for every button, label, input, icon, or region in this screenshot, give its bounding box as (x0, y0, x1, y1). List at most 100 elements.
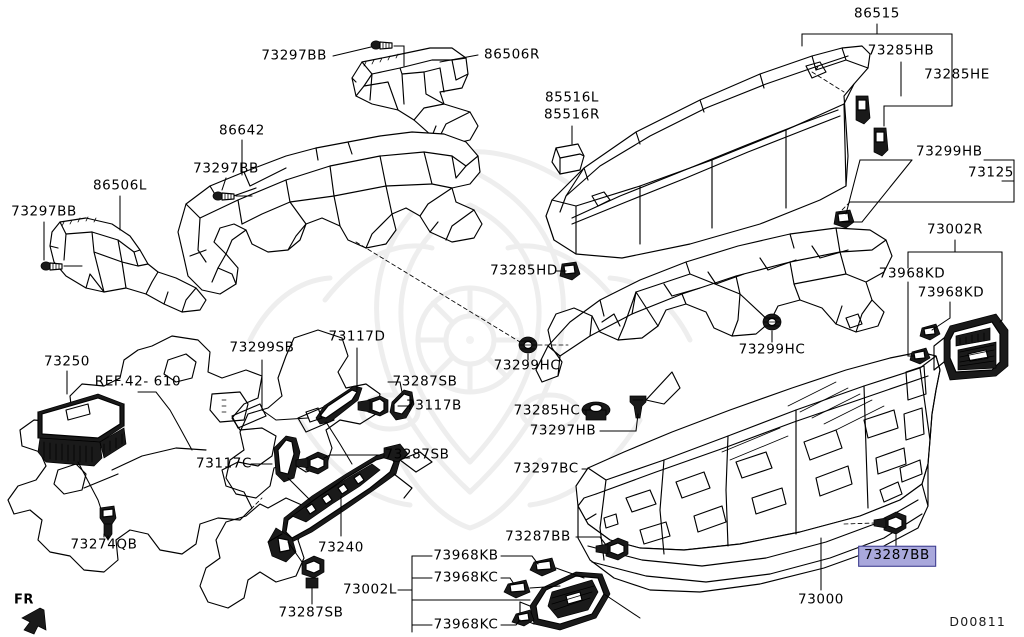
part-callout-73240[interactable]: 73240 (318, 539, 364, 556)
part-callout-73000[interactable]: 73000 (798, 591, 844, 608)
fastener-73287BB-left (595, 537, 629, 561)
part-73117B-bracket (357, 389, 415, 421)
leader-73968KB (500, 555, 539, 565)
part-86506R-duct (351, 47, 479, 145)
fastener-73287SB-mid (295, 451, 329, 475)
insulator-tab (209, 391, 249, 423)
part-callout-73297bb[interactable]: 73297BB (261, 47, 327, 64)
orientation-marker-label: FR (14, 592, 34, 608)
leader-vent-body-c (603, 593, 641, 619)
part-callout-73299hc[interactable]: 73299HC (738, 341, 806, 358)
clip-73299HB (833, 209, 855, 229)
part-86506L-duct (49, 216, 207, 313)
leader-vent-body-b (529, 585, 561, 589)
fastener-73297BB-top (370, 40, 393, 50)
leader-73299HB-c (845, 159, 861, 215)
part-callout-73968kc[interactable]: 73968KC (433, 616, 499, 633)
leader-73968KC-b (500, 619, 521, 626)
part-73117C-bracket (273, 435, 301, 483)
part-callout-73287sb[interactable]: 73287SB (384, 446, 450, 463)
part-callout-86642[interactable]: 86642 (219, 122, 265, 139)
leader-REF (137, 391, 193, 451)
part-callout-ref-42-610[interactable]: REF.42- 610 (94, 373, 182, 390)
part-callout-73274qb[interactable]: 73274QB (70, 536, 138, 553)
part-callout-73299hc[interactable]: 73299HC (493, 357, 561, 374)
part-callout-73285hd[interactable]: 73285HD (490, 262, 558, 279)
fastener-73299HC-right (762, 313, 782, 331)
part-callout-85516l[interactable]: 85516L (544, 89, 600, 106)
part-callout-73287bb[interactable]: 73287BB (505, 528, 571, 545)
highlighted-part-label[interactable]: 73287BB (858, 545, 936, 567)
leader-73287BB-left (575, 536, 607, 546)
clip-73299SB (305, 407, 323, 423)
insulator-edge-a (111, 447, 207, 471)
part-86515-upper-panel (545, 45, 871, 259)
part-insulator-outline-2 (225, 329, 381, 499)
leader-73117C-b (287, 477, 311, 501)
fastener-73274QB (99, 505, 117, 541)
part-callout-73287sb[interactable]: 73287SB (278, 604, 344, 621)
part-callout-73117c[interactable]: 73117C (196, 455, 252, 472)
part-callout-73299sb[interactable]: 73299SB (229, 339, 295, 356)
part-insulator-outline-4 (231, 403, 267, 429)
part-callout-73285hc[interactable]: 73285HC (513, 402, 581, 419)
bracket-73002R-tail (999, 319, 1003, 323)
part-callout-73297bc[interactable]: 73297BC (513, 460, 579, 477)
diagram-id-code: D00811 (949, 614, 1006, 629)
part-callout-73285he[interactable]: 73285HE (924, 66, 990, 83)
clip-73968KC-b (511, 609, 535, 627)
part-73117D-bar (315, 385, 363, 425)
part-callout-86506r[interactable]: 86506R (484, 46, 540, 63)
part-callout-73285hb[interactable]: 73285HB (867, 42, 935, 59)
part-callout-73299hb[interactable]: 73299HB (916, 143, 983, 160)
part-callout-73297hb[interactable]: 73297HB (529, 422, 597, 439)
leader-73968KD-b (931, 301, 951, 331)
leader-73287SB-a (387, 381, 403, 393)
part-callout-86515[interactable]: 86515 (854, 5, 900, 22)
leader-73299HB (841, 159, 913, 223)
leader-73125-dash (837, 201, 851, 215)
leader-73287BB-hl-dash (843, 522, 875, 525)
part-73002L-vent (519, 571, 611, 631)
part-callout-73002r[interactable]: 73002R (927, 221, 983, 238)
leader-73297BB-center (221, 177, 227, 191)
clip-73968KB (529, 557, 557, 577)
clip-73285HB (855, 95, 871, 125)
part-callout-73117b[interactable]: 73117B (406, 397, 462, 414)
fastener-73299HC-left (518, 336, 538, 354)
fastener-73297BB-center (212, 191, 235, 201)
part-callout-86506l[interactable]: 86506L (92, 177, 148, 194)
leader-vent-body-a (555, 567, 585, 579)
clip-73285HE (873, 127, 889, 157)
leader-73287SB-bottom-b (287, 541, 303, 563)
insulator-dash (245, 497, 263, 515)
part-callout-73297bb[interactable]: 73297BB (11, 203, 77, 220)
part-callout-73297bb[interactable]: 73297BB (193, 160, 259, 177)
leader-73299SB-b (275, 417, 309, 421)
fastener-73287BB-highlighted (873, 511, 907, 535)
part-callout-73117d[interactable]: 73117D (328, 328, 386, 345)
part-callout-73968kd[interactable]: 73968KD (917, 284, 985, 301)
leader-73968KD-a (907, 281, 915, 357)
part-85516-pad (551, 143, 585, 175)
leader-73117D-b (325, 421, 353, 465)
leader-73297BB-top (332, 46, 372, 57)
part-callout-73287sb[interactable]: 73287SB (392, 373, 458, 390)
part-callout-73968kb[interactable]: 73968KB (433, 547, 499, 564)
part-callout-73002l[interactable]: 73002L (342, 581, 398, 598)
part-callout-73250[interactable]: 73250 (44, 353, 90, 370)
part-callout-73968kd[interactable]: 73968KD (878, 265, 946, 282)
part-callout-73125[interactable]: 73125 (968, 164, 1014, 181)
part-callout-85516r[interactable]: 85516R (544, 106, 600, 123)
clip-73968KD-b (909, 347, 931, 365)
assembly-dash-86642 (355, 241, 521, 343)
leader-73297HB (599, 413, 639, 432)
part-73000-instrument-panel (575, 351, 941, 593)
leader-73299SB (261, 359, 277, 421)
part-callout-73968kc[interactable]: 73968KC (433, 569, 499, 586)
bracket-tab-73297HB (645, 371, 681, 405)
leader-86506R (439, 54, 479, 63)
grommet-73285HC (581, 401, 611, 421)
